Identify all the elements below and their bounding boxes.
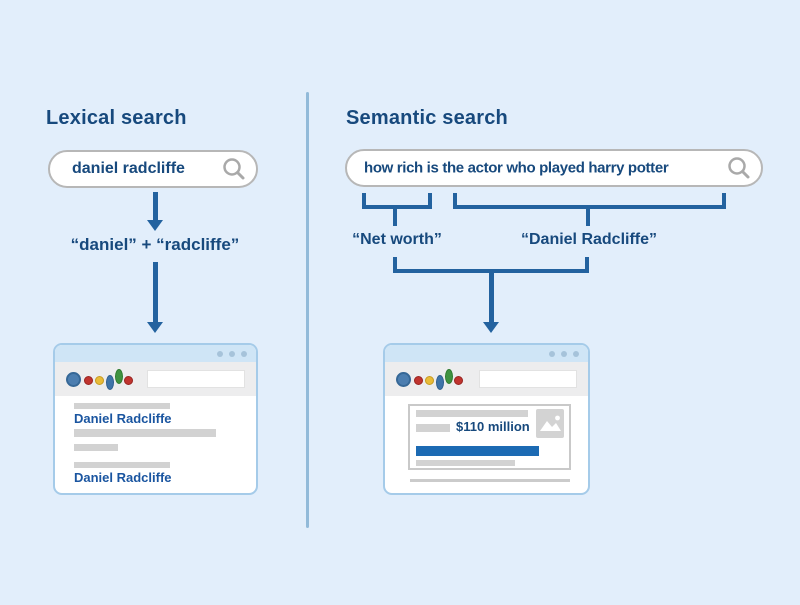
bracket-line xyxy=(453,193,457,209)
arrow-shaft xyxy=(488,273,494,322)
window-control-dot xyxy=(241,350,247,357)
text-placeholder-bar xyxy=(416,460,515,466)
logo-letter-shape xyxy=(95,376,104,385)
search-icon xyxy=(223,158,245,180)
logo-letter-shape xyxy=(396,372,411,387)
answer-card: $110 million xyxy=(408,404,571,470)
text-placeholder-bar xyxy=(416,410,528,417)
highlighted-answer-bar xyxy=(416,446,539,456)
down-arrow-icon xyxy=(147,192,163,231)
token-split-label: “daniel” + “radcliffe” xyxy=(70,235,240,254)
semantic-query-text: how rich is the actor who played harry p… xyxy=(364,159,669,177)
bracket-line xyxy=(362,205,432,209)
text-placeholder-bar xyxy=(74,403,170,409)
window-control-dot xyxy=(561,350,567,357)
browser-toolbar xyxy=(385,362,588,396)
bracket-line xyxy=(362,193,366,209)
bracket-line xyxy=(428,193,432,209)
browser-titlebar xyxy=(55,345,256,362)
logo-letter-shape xyxy=(115,369,123,384)
text-placeholder-bar xyxy=(74,444,118,451)
browser-search-field[interactable] xyxy=(147,370,245,388)
logo-letter-shape xyxy=(106,375,114,390)
intent-label: “Net worth” xyxy=(352,231,442,248)
arrow-shaft xyxy=(152,262,158,322)
window-control-dot xyxy=(229,350,235,357)
logo-letter-shape xyxy=(84,376,93,385)
bracket-line xyxy=(393,209,397,226)
logo-letter-shape xyxy=(436,375,444,390)
result-link[interactable]: Daniel Radcliffe xyxy=(74,470,172,485)
results-area: $110 million xyxy=(385,396,588,493)
window-control-dot xyxy=(573,350,579,357)
arrow-shaft xyxy=(152,192,158,220)
bracket-line xyxy=(586,209,590,226)
answer-value: $110 million xyxy=(456,419,530,434)
browser-toolbar xyxy=(55,362,256,396)
text-placeholder-bar xyxy=(74,429,216,437)
arrow-head xyxy=(147,322,163,333)
logo-letter-shape xyxy=(124,376,133,385)
result-separator xyxy=(410,479,570,482)
lexical-search-box[interactable]: daniel radcliffe xyxy=(48,150,258,188)
browser-window-semantic: $110 million xyxy=(383,343,590,495)
bracket-line xyxy=(393,269,589,273)
arrow-head xyxy=(483,322,499,333)
lexical-title: Lexical search xyxy=(46,107,187,129)
result-link[interactable]: Daniel Radcliffe xyxy=(74,411,172,426)
results-area: Daniel Radcliffe Daniel Radcliffe xyxy=(55,396,256,493)
browser-titlebar xyxy=(385,345,588,362)
window-control-dot xyxy=(217,350,223,357)
entity-label: “Daniel Radcliffe” xyxy=(520,231,658,248)
google-style-logo-icon xyxy=(396,364,464,394)
bracket-line xyxy=(722,193,726,209)
semantic-title: Semantic search xyxy=(346,107,508,129)
logo-letter-shape xyxy=(425,376,434,385)
browser-search-field[interactable] xyxy=(479,370,577,388)
down-arrow-icon xyxy=(147,262,163,333)
logo-letter-shape xyxy=(66,372,81,387)
image-placeholder-icon xyxy=(536,409,564,438)
logo-letter-shape xyxy=(445,369,453,384)
bracket-line xyxy=(453,205,726,209)
browser-window-lexical: Daniel Radcliffe Daniel Radcliffe xyxy=(53,343,258,495)
semantic-search-box[interactable]: how rich is the actor who played harry p… xyxy=(345,149,763,187)
google-style-logo-icon xyxy=(66,364,134,394)
text-placeholder-bar xyxy=(74,462,170,468)
arrow-head xyxy=(147,220,163,231)
window-control-dot xyxy=(549,350,555,357)
bracket-line xyxy=(585,257,589,273)
down-arrow-icon xyxy=(483,273,499,333)
logo-letter-shape xyxy=(454,376,463,385)
bracket-line xyxy=(393,257,397,273)
logo-letter-shape xyxy=(414,376,423,385)
lexical-query-text: daniel radcliffe xyxy=(72,160,185,177)
column-divider xyxy=(306,92,309,528)
text-placeholder-bar xyxy=(416,424,450,432)
search-icon xyxy=(728,157,750,179)
